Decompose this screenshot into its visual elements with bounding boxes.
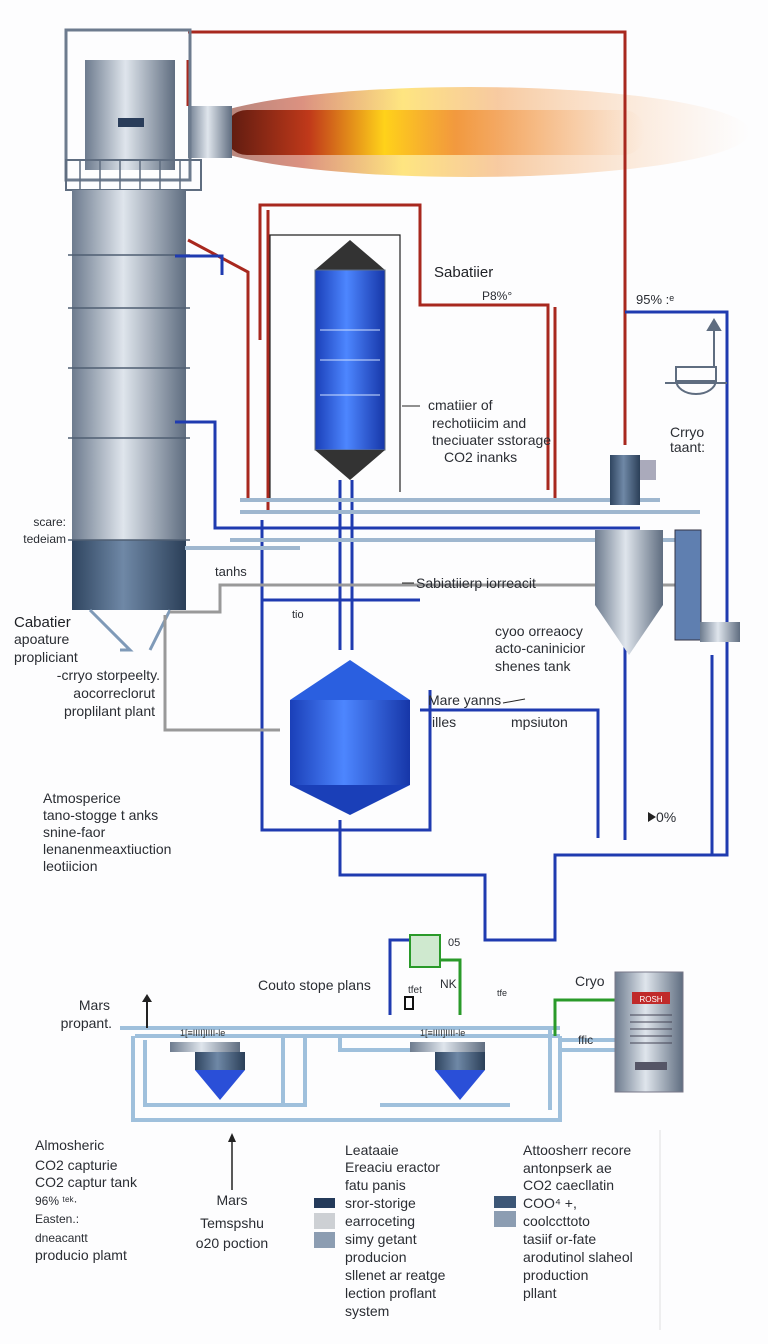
capture-tower xyxy=(64,28,202,652)
mixing-tank-a xyxy=(170,1042,245,1100)
cylinder-tag: ROSH xyxy=(639,995,662,1004)
label-cryo-1: Crryo xyxy=(670,424,704,440)
legend-text: Almosheric xyxy=(35,1137,104,1153)
label-nk: NK xyxy=(440,977,457,991)
legend-swatch xyxy=(494,1211,516,1227)
legend-text: lection proflant xyxy=(345,1285,436,1301)
cyoo-line: shenes tank xyxy=(495,658,571,674)
cryo-store-line: -crryo storpeelty. xyxy=(57,667,160,683)
cold-lines xyxy=(175,254,729,1015)
atmos-line: leotiicion xyxy=(43,858,97,874)
label-mars: Mars xyxy=(79,997,110,1013)
flame-exhaust xyxy=(188,87,750,177)
label-couto: Couto stope plans xyxy=(258,977,371,993)
legend-text: producio plamt xyxy=(35,1247,127,1263)
label-tanks: tanhs xyxy=(215,564,247,579)
legend-text: production xyxy=(523,1267,588,1283)
label-ffic: ffic xyxy=(578,1033,593,1047)
label-illes: illes xyxy=(432,714,456,730)
cryo-store-line: proplilant plant xyxy=(64,703,155,719)
legend-text: producion xyxy=(345,1249,407,1265)
legend-swatches xyxy=(228,1130,661,1330)
atmos-line: Atmosperice xyxy=(43,790,121,806)
atmos-line: tano-stogge t anks xyxy=(43,807,158,823)
legend-text: fatu panis xyxy=(345,1177,406,1193)
legend-text: dneacantt xyxy=(35,1231,88,1245)
manifold-pipes xyxy=(163,498,700,732)
legend-text: sror-storige xyxy=(345,1195,416,1211)
legend-swatch xyxy=(494,1196,516,1208)
label-scare: scare: xyxy=(33,515,66,529)
label-pct-a: P8%° xyxy=(482,289,512,303)
legend-text: CO2 captur tank xyxy=(35,1174,138,1190)
legend-text: Temspshu xyxy=(200,1215,264,1231)
legend-text: CO2 capturie xyxy=(35,1157,118,1173)
center-note-line: cmatiier of xyxy=(428,397,493,413)
labels: Sabatiier P8%° 95% :ᵉ Crryo taant: cmati… xyxy=(14,264,705,1319)
legend-col-4: Attoosherr recore antonpserk ae CO2 caec… xyxy=(523,1142,633,1301)
legend-text: CO2 caecllatin xyxy=(523,1177,614,1193)
legend-text: tasiif or-fate xyxy=(523,1231,596,1247)
legend-text: Leataaie xyxy=(345,1142,399,1158)
legend-text: antonpserk ae xyxy=(523,1160,612,1176)
legend-text: 96% ᵗᵉᵏ· xyxy=(35,1194,78,1208)
legend-text: COO⁴ +, xyxy=(523,1195,577,1211)
label-mare-yanns: Mare yanns xyxy=(428,692,501,708)
label-reactor: Sabiatiierp iorreacit xyxy=(416,575,536,591)
center-note-line: rechotiicim and xyxy=(432,415,526,431)
legend-text: Ereaciu eractor xyxy=(345,1159,440,1175)
label-mpsiuton: mpsiuton xyxy=(511,714,568,730)
label-tedeiam: tedeiam xyxy=(23,532,66,546)
legend-text: sllenet ar reatge xyxy=(345,1267,446,1283)
center-note-line: CO2 inanks xyxy=(444,449,517,465)
cabatier-line: apoature xyxy=(14,631,69,647)
legend-text: Easten.: xyxy=(35,1212,79,1226)
label-tio: tio xyxy=(292,609,304,621)
legend-swatch xyxy=(314,1213,335,1229)
lower-plant: ROSH xyxy=(120,934,684,1122)
label-cryo-2: taant: xyxy=(670,439,705,455)
center-note-line: tneciuater sstorage xyxy=(432,432,551,448)
label-tfet: tfet xyxy=(408,985,422,996)
label-pct-b: 95% :ᵉ xyxy=(636,292,674,307)
legend-text: pllant xyxy=(523,1285,557,1301)
cryo-storage-tank xyxy=(290,660,410,815)
separator-tank xyxy=(595,455,740,655)
legend-col-1: Almosheric CO2 capturie CO2 captur tank … xyxy=(35,1137,138,1263)
cryo-store-line: aocorreclorut xyxy=(73,685,155,701)
legend-text: earroceting xyxy=(345,1213,415,1229)
label-05: 05 xyxy=(448,937,460,949)
tank-tag-b: 1[≡IIII]IIII-le xyxy=(420,1028,465,1038)
sabatier-reactor xyxy=(269,234,401,500)
hot-gas-lines xyxy=(186,30,627,510)
legend-swatch xyxy=(314,1198,335,1208)
atmos-line: snine-faor xyxy=(43,824,106,840)
legend-text: coolccttoto xyxy=(523,1213,590,1229)
legend-text: Mars xyxy=(216,1192,247,1208)
label-tfe: tfe xyxy=(497,988,507,998)
legend-text: arodutinol slaheol xyxy=(523,1249,633,1265)
legend-text: o20 poction xyxy=(196,1235,268,1251)
legend-col-2: Mars Temspshu o20 poction xyxy=(196,1192,268,1251)
legend-col-3: Leataaie Ereaciu eractor fatu panis sror… xyxy=(345,1142,446,1319)
cryo-valve xyxy=(665,318,727,395)
label-sabatier: Sabatiier xyxy=(434,264,493,281)
tank-tag-a: 1[≡IIII]IIII-le xyxy=(180,1028,225,1038)
cabatier-line: Cabatier xyxy=(14,614,71,631)
atmos-line: lenanenmeaxtiuction xyxy=(43,841,171,857)
cyoo-line: acto-caninicior xyxy=(495,640,586,656)
legend-swatch xyxy=(314,1232,335,1248)
storage-cylinder: ROSH xyxy=(614,971,684,1093)
legend-text: Attoosherr recore xyxy=(523,1142,631,1158)
label-pct-c: 0% xyxy=(656,809,676,825)
legend-text: simy getant xyxy=(345,1231,417,1247)
cyoo-line: cyoo orreaocy xyxy=(495,623,583,639)
tower-nameplate xyxy=(118,118,144,127)
label-cryo-lower: Cryo xyxy=(575,973,605,989)
legend-text: system xyxy=(345,1303,389,1319)
label-propant: propant. xyxy=(61,1015,112,1031)
mixing-tank-b xyxy=(410,1042,485,1100)
cabatier-line: propliciant xyxy=(14,649,78,665)
